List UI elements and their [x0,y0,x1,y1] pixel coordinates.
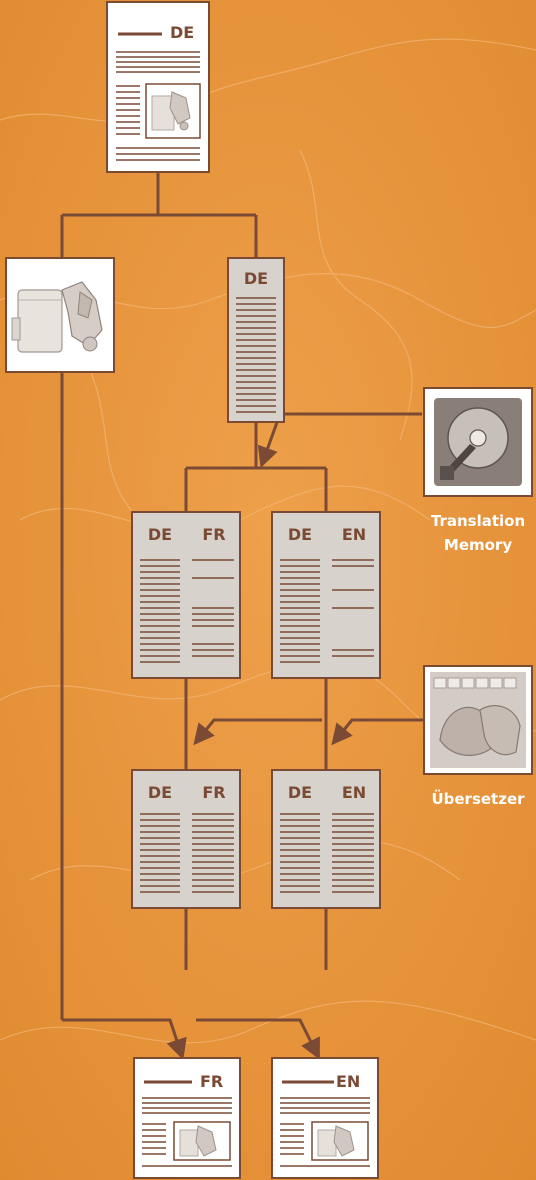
translator-label: Übersetzer [431,789,525,808]
pretranslated-fr-document: DE FR [131,511,241,679]
arrow-translator-fr [193,718,322,746]
pretranslated-en-tgt-lang: EN [342,525,366,544]
translated-fr-tgt-lang: FR [202,783,225,802]
source-document-lang: DE [170,23,194,42]
pretranslated-en-src-lang: DE [288,525,312,544]
pretranslated-fr-tgt-lang: FR [202,525,225,544]
document-image-icon [145,83,201,139]
pretranslated-en-document: DE EN [271,511,381,679]
document-image-icon [173,1121,231,1161]
final-en-lang: EN [336,1072,360,1091]
translation-memory: Translation Memory [423,387,533,554]
arrow-translator-en [331,718,424,746]
document-image-icon [311,1121,369,1161]
translated-en-tgt-lang: EN [342,783,366,802]
translated-en-src-lang: DE [288,783,312,802]
final-en-document: EN [271,1057,379,1179]
final-fr-document: FR [133,1057,241,1179]
translator: Übersetzer [423,665,533,808]
translation-memory-label-line1: Translation [431,512,525,530]
final-fr-lang: FR [200,1072,223,1091]
source-document: DE [106,1,210,173]
translation-memory-label-line2: Memory [444,536,512,554]
translated-fr-src-lang: DE [148,783,172,802]
typing-hands-icon [423,665,533,775]
pretranslated-fr-src-lang: DE [148,525,172,544]
arrow-translated-to-final-en [196,1018,320,1060]
extracted-text-document: DE [227,257,285,423]
arrow-layout-to-final-fr [62,1018,187,1060]
hard-drive-icon [423,387,533,497]
translated-en-document: DE EN [271,769,381,909]
translated-fr-document: DE FR [131,769,241,909]
extracted-text-lang: DE [244,269,268,288]
layout-graphic [5,257,115,373]
